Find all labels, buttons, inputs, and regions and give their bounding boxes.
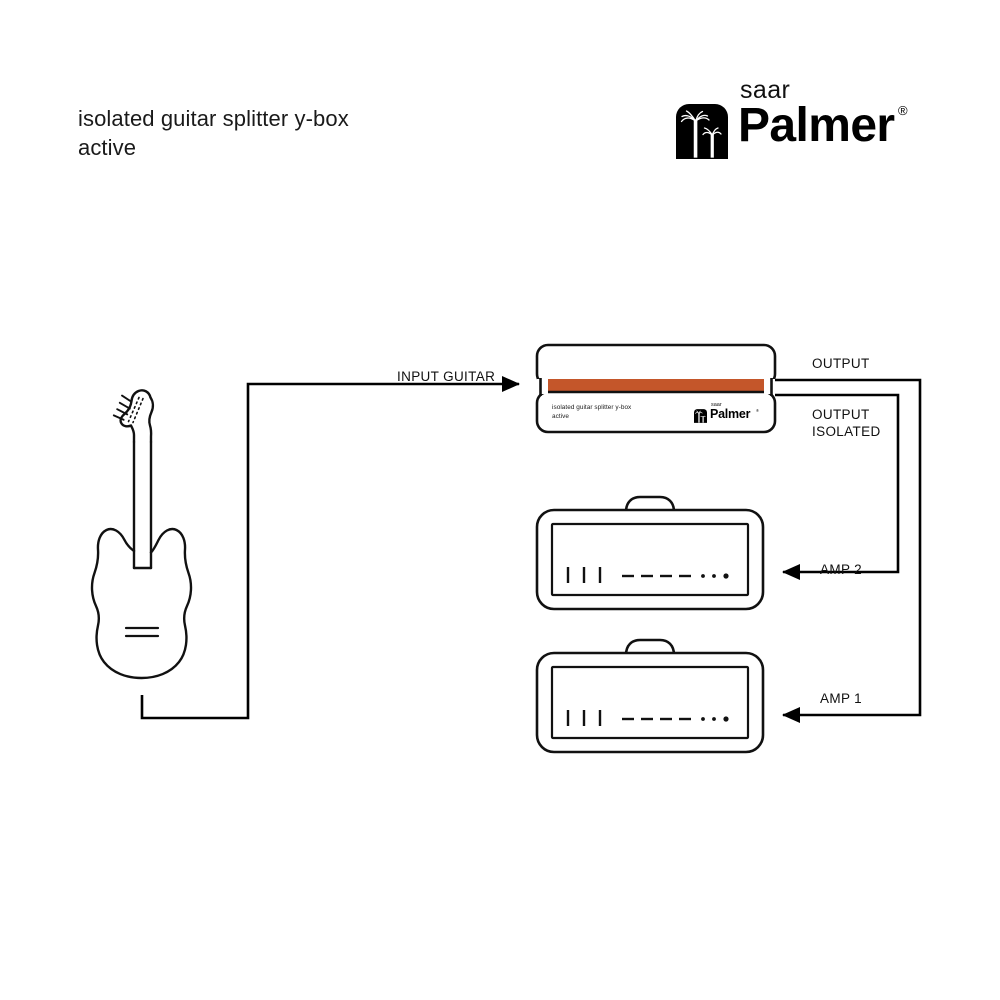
device-product-label: isolated guitar splitter y-box active: [552, 404, 632, 420]
cable-output-isolated-to-amp2: [775, 393, 900, 581]
brand-name-label: Palmer: [738, 99, 895, 152]
device-brand-name-label: Palmer: [710, 407, 751, 421]
label-amp-1: AMP 1: [820, 691, 863, 706]
brand-logo: saar Palmer ®: [676, 78, 926, 162]
amplifier-1: [535, 638, 765, 754]
cable-output-to-amp1: [775, 378, 922, 724]
device-brand-sub-label: saar: [711, 402, 722, 408]
device-brand-logo: saar Palmer ®: [694, 402, 770, 425]
registered-trademark-symbol: ®: [898, 103, 908, 118]
page-title: isolated guitar splitter y-box active: [78, 106, 349, 161]
palm-tree-square-icon: [676, 104, 728, 159]
brand-sub-label: saar: [740, 76, 791, 104]
label-output-isolated: OUTPUT ISOLATED: [812, 407, 881, 440]
cable-input-guitar: [140, 375, 521, 720]
palm-tree-square-icon: [694, 409, 707, 423]
label-input-guitar: INPUT GUITAR: [397, 369, 496, 384]
amplifier-2: [535, 495, 765, 611]
electric-guitar-outline-icon: [90, 389, 193, 680]
splitter-device: [535, 343, 777, 434]
label-amp-2: AMP 2: [820, 562, 863, 577]
amp-handle-1: [624, 638, 676, 656]
device-registered-trademark-symbol: ®: [756, 408, 759, 413]
device-front-panel: [535, 390, 777, 434]
label-output: OUTPUT: [812, 356, 870, 371]
device-accent-band: [548, 379, 764, 394]
amp-handle-2: [624, 495, 676, 513]
